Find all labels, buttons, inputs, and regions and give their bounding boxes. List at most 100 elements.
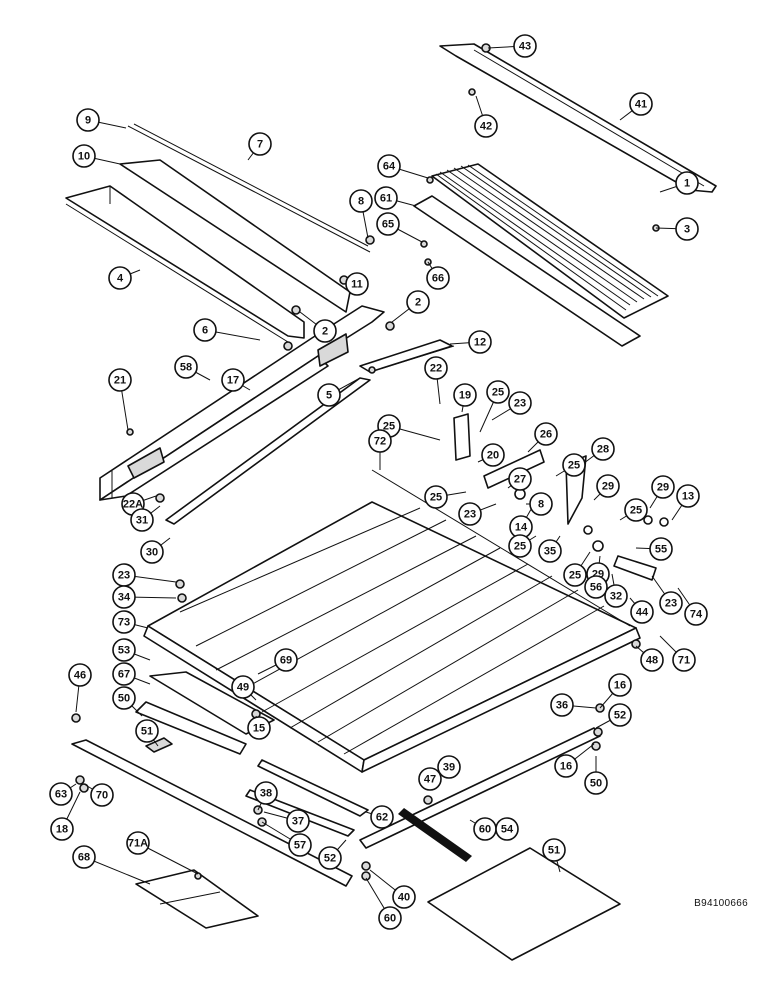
svg-text:22A: 22A xyxy=(123,499,143,511)
callout-20: 20 xyxy=(481,443,505,467)
callout-31: 31 xyxy=(130,508,154,532)
svg-text:3: 3 xyxy=(684,224,690,236)
svg-text:5: 5 xyxy=(326,390,332,402)
svg-text:40: 40 xyxy=(398,892,410,904)
svg-text:50: 50 xyxy=(118,693,130,705)
svg-text:35: 35 xyxy=(544,546,556,558)
callout-71a: 71A xyxy=(126,831,150,855)
svg-text:29: 29 xyxy=(602,481,614,493)
svg-text:29: 29 xyxy=(657,482,669,494)
callout-28: 28 xyxy=(591,437,615,461)
svg-text:34: 34 xyxy=(118,592,131,604)
callout-23: 23 xyxy=(112,563,136,587)
callout-56: 56 xyxy=(584,575,608,599)
svg-text:21: 21 xyxy=(114,375,126,387)
svg-text:37: 37 xyxy=(292,816,304,828)
callout-13: 13 xyxy=(676,484,700,508)
callout-58: 58 xyxy=(174,355,198,379)
svg-text:25: 25 xyxy=(569,570,581,582)
svg-text:25: 25 xyxy=(514,541,526,553)
svg-text:70: 70 xyxy=(96,790,108,802)
svg-text:11: 11 xyxy=(351,279,363,291)
callout-10: 10 xyxy=(72,144,96,168)
callout-70: 70 xyxy=(90,783,114,807)
callout-21: 21 xyxy=(108,368,132,392)
svg-text:65: 65 xyxy=(382,219,394,231)
callout-41: 41 xyxy=(629,92,653,116)
svg-text:2: 2 xyxy=(322,326,328,338)
svg-text:63: 63 xyxy=(55,789,67,801)
svg-text:23: 23 xyxy=(665,598,677,610)
callout-6: 6 xyxy=(193,318,217,342)
svg-text:13: 13 xyxy=(682,491,694,503)
svg-text:62: 62 xyxy=(376,812,388,824)
part-rods-upper xyxy=(127,123,371,253)
callout-69: 69 xyxy=(274,648,298,672)
callout-25: 25 xyxy=(563,563,587,587)
callout-44: 44 xyxy=(630,600,654,624)
callout-4: 4 xyxy=(108,266,132,290)
callout-11: 11 xyxy=(345,272,369,296)
callout-43: 43 xyxy=(513,34,537,58)
svg-text:64: 64 xyxy=(383,161,396,173)
svg-text:58: 58 xyxy=(180,362,192,374)
svg-text:48: 48 xyxy=(646,655,658,667)
callout-17: 17 xyxy=(221,368,245,392)
svg-text:23: 23 xyxy=(464,509,476,521)
callout-52: 52 xyxy=(318,846,342,870)
callout-60: 60 xyxy=(473,817,497,841)
callout-7: 7 xyxy=(248,132,272,156)
svg-text:60: 60 xyxy=(479,824,491,836)
svg-text:23: 23 xyxy=(118,570,130,582)
svg-text:23: 23 xyxy=(514,398,526,410)
svg-text:56: 56 xyxy=(590,582,602,594)
callout-74: 74 xyxy=(684,602,708,626)
svg-text:27: 27 xyxy=(514,474,526,486)
callout-35: 35 xyxy=(538,539,562,563)
part-mat-71a xyxy=(398,808,621,961)
svg-text:25: 25 xyxy=(430,492,442,504)
svg-text:38: 38 xyxy=(260,788,272,800)
svg-text:4: 4 xyxy=(117,273,124,285)
callout-32: 32 xyxy=(604,584,628,608)
callout-8: 8 xyxy=(349,189,373,213)
part-rail-4 xyxy=(65,185,305,343)
callout-22: 22 xyxy=(424,356,448,380)
svg-text:20: 20 xyxy=(487,450,499,462)
callout-53: 53 xyxy=(112,638,136,662)
part-guard-60 xyxy=(135,869,259,929)
callout-54: 54 xyxy=(495,817,519,841)
svg-text:7: 7 xyxy=(257,139,263,151)
svg-text:2: 2 xyxy=(415,297,421,309)
svg-text:53: 53 xyxy=(118,645,130,657)
svg-text:39: 39 xyxy=(443,762,455,774)
callout-71: 71 xyxy=(672,648,696,672)
callout-38: 38 xyxy=(254,781,278,805)
svg-text:17: 17 xyxy=(227,375,239,387)
svg-text:49: 49 xyxy=(237,682,249,694)
callout-51: 51 xyxy=(542,838,566,862)
svg-text:12: 12 xyxy=(474,337,486,349)
svg-text:22: 22 xyxy=(430,363,442,375)
callout-39: 39 xyxy=(437,755,461,779)
part-bar-40 xyxy=(71,737,353,887)
callout-25: 25 xyxy=(624,498,648,522)
svg-text:50: 50 xyxy=(590,778,602,790)
svg-text:57: 57 xyxy=(294,840,306,852)
svg-text:18: 18 xyxy=(56,824,68,836)
callout-60: 60 xyxy=(378,906,402,930)
callout-36: 36 xyxy=(550,693,574,717)
callout-19: 19 xyxy=(453,383,477,407)
callout-72: 72 xyxy=(368,429,392,453)
callout-48: 48 xyxy=(640,648,664,672)
svg-text:8: 8 xyxy=(538,499,544,511)
svg-text:55: 55 xyxy=(655,544,667,556)
callout-52: 52 xyxy=(608,703,632,727)
svg-text:44: 44 xyxy=(636,607,649,619)
part-side-frame xyxy=(99,305,385,501)
svg-text:47: 47 xyxy=(424,774,436,786)
callout-26: 26 xyxy=(534,422,558,446)
svg-text:10: 10 xyxy=(78,151,90,163)
callout-2: 2 xyxy=(406,290,430,314)
